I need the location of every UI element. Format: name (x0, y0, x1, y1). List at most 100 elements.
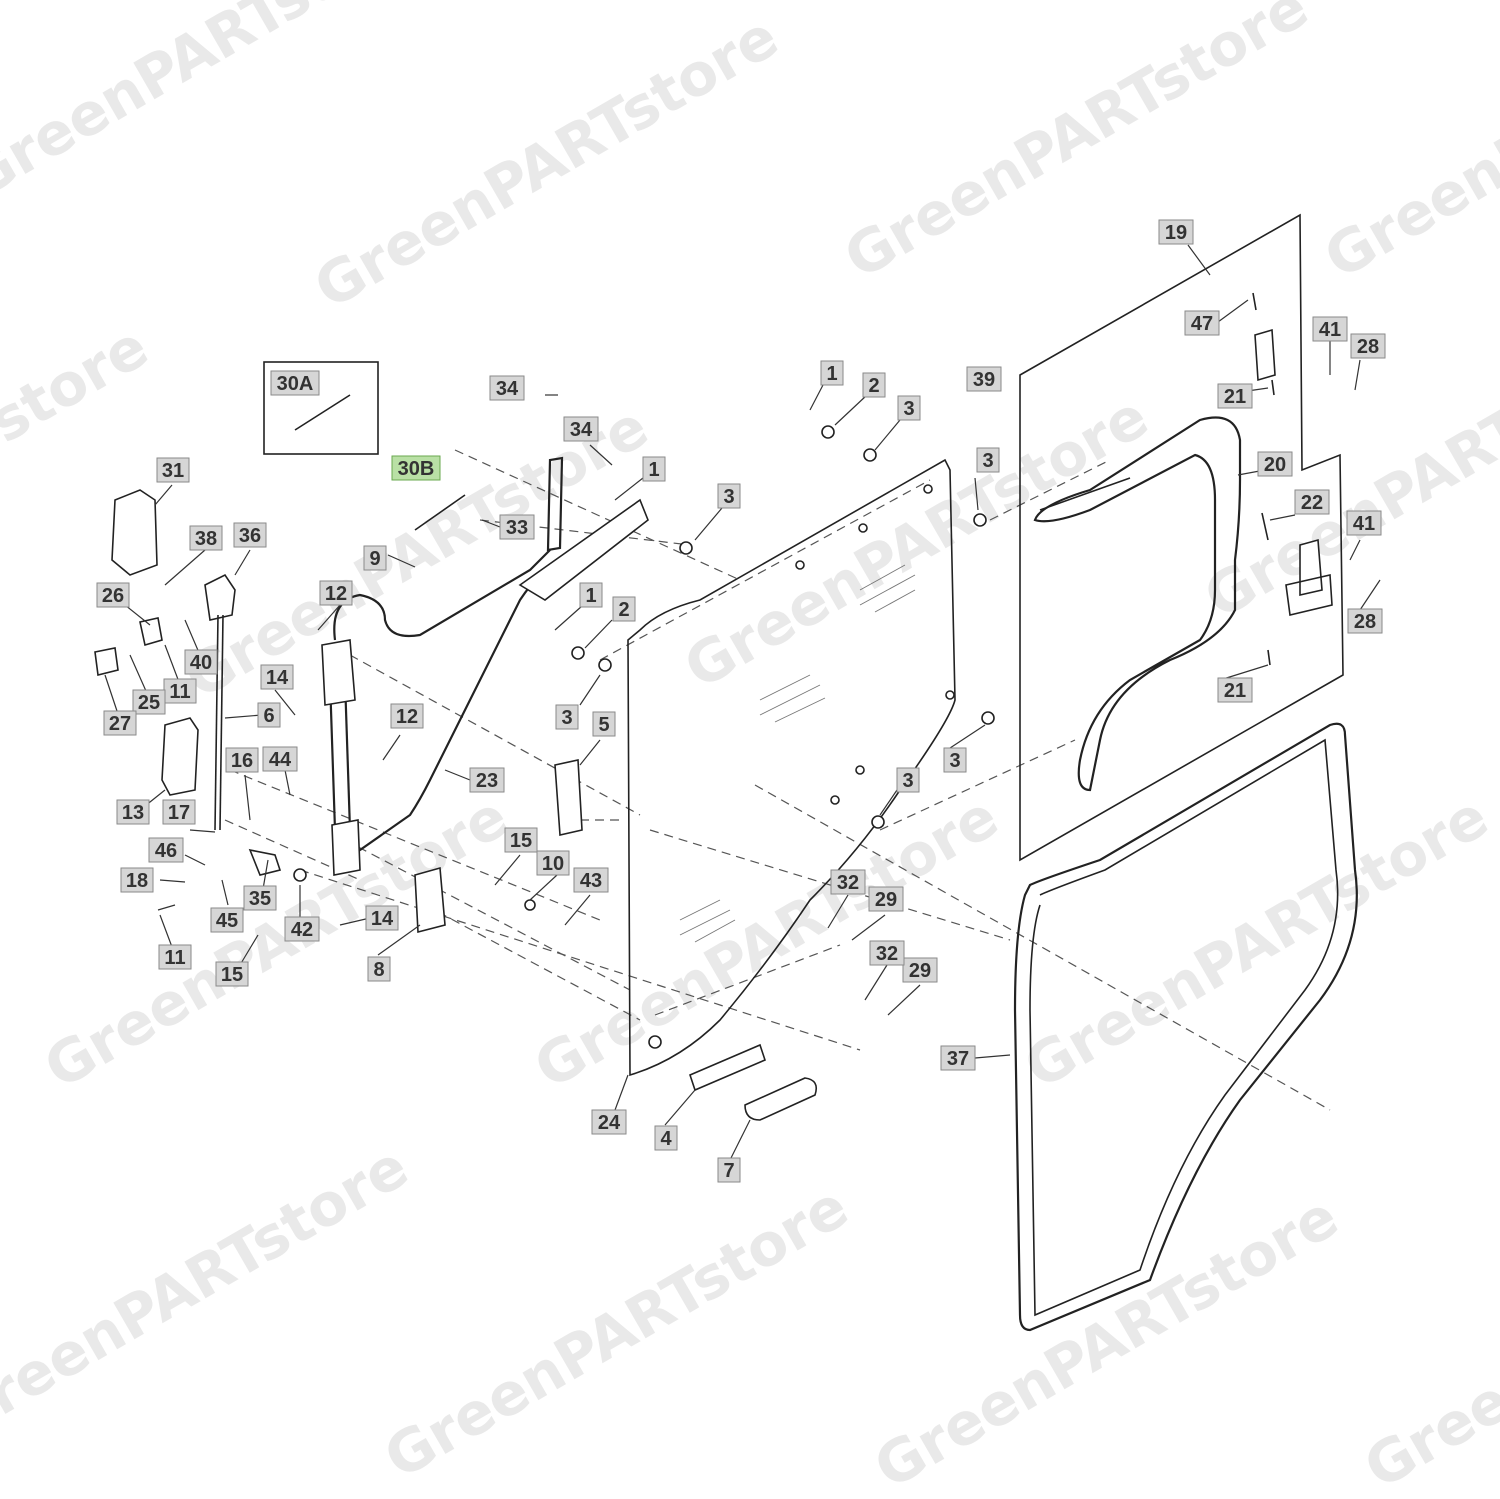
door-rod (321, 456, 649, 876)
callout-label: 17 (168, 802, 190, 824)
callout-38: 38 (189, 525, 223, 551)
callout-label: 12 (396, 706, 418, 728)
callout-39: 39 (966, 366, 1002, 392)
callout-31: 31 (156, 457, 190, 483)
callout-label: 1 (585, 585, 596, 607)
watermark: GreenPARTstore (673, 382, 1159, 702)
callout-27: 27 (103, 710, 137, 736)
callout-label: 2 (868, 375, 879, 397)
callout-3: 3 (976, 447, 1000, 473)
watermark: GreenPARTstore (373, 1172, 859, 1492)
callout-label: 21 (1224, 680, 1246, 702)
callout-label: 12 (325, 583, 347, 605)
callout-3: 3 (555, 704, 579, 730)
callout-7: 7 (717, 1157, 741, 1183)
callout-label: 34 (570, 419, 593, 441)
callout-30a: 30A (270, 370, 320, 396)
callout-label: 3 (949, 750, 960, 772)
callout-3: 3 (943, 747, 967, 773)
watermark: GreenPARTstore (1313, 0, 1500, 292)
callout-label: 32 (876, 943, 898, 965)
callout-29: 29 (868, 886, 904, 912)
callout-label: 1 (648, 459, 659, 481)
callout-36: 36 (233, 522, 267, 548)
callout-2: 2 (862, 372, 886, 398)
watermark: GreenPARTstore (523, 782, 1009, 1102)
inset-box-30a (263, 361, 379, 455)
callout-label: 45 (216, 910, 238, 932)
callout-label: 34 (496, 378, 519, 400)
callout-label: 28 (1357, 336, 1379, 358)
callout-label: 15 (221, 964, 243, 986)
callout-label: 41 (1353, 513, 1375, 535)
callout-label: 40 (190, 652, 212, 674)
callout-label: 43 (580, 870, 602, 892)
callout-label: 47 (1191, 313, 1213, 335)
callout-28: 28 (1347, 608, 1383, 634)
callout-label: 16 (231, 750, 253, 772)
callout-12: 12 (390, 703, 424, 729)
callout-label: 27 (109, 713, 131, 735)
callout-label: 30A (277, 373, 314, 395)
callout-14: 14 (365, 905, 399, 931)
callout-18: 18 (120, 867, 154, 893)
watermark: GreenPARTstore (1353, 1182, 1500, 1499)
callout-28: 28 (1350, 333, 1386, 359)
callout-label: 10 (542, 853, 564, 875)
callout-label: 28 (1354, 611, 1376, 633)
latch-assembly (94, 394, 995, 1121)
callout-label: 3 (902, 770, 913, 792)
callout-label: 3 (903, 398, 914, 420)
callout-label: 4 (660, 1128, 672, 1150)
callout-label: 20 (1264, 454, 1286, 476)
callout-4: 4 (654, 1125, 678, 1151)
callout-label: 5 (598, 714, 609, 736)
callout-37: 37 (940, 1045, 976, 1071)
callout-label: 31 (162, 460, 184, 482)
callout-15: 15 (504, 827, 538, 853)
callout-label: 19 (1165, 222, 1187, 244)
callout-label: 6 (263, 705, 274, 727)
callout-15: 15 (215, 961, 249, 987)
callout-label: 11 (169, 681, 190, 703)
callout-label: 11 (164, 947, 185, 969)
callout-9: 9 (363, 545, 387, 571)
callout-24: 24 (591, 1109, 627, 1135)
callout-19: 19 (1158, 219, 1194, 245)
callout-16: 16 (225, 747, 259, 773)
callout-17: 17 (162, 799, 196, 825)
callout-47: 47 (1184, 310, 1220, 336)
watermark: GreenPARTstore (0, 1132, 419, 1452)
callout-6: 6 (257, 702, 281, 728)
callout-label: 37 (947, 1048, 969, 1070)
callout-label: 9 (369, 548, 380, 570)
callout-46: 46 (148, 837, 184, 863)
callout-label: 8 (373, 959, 384, 981)
callout-label: 3 (982, 450, 993, 472)
callout-34: 34 (489, 375, 525, 401)
leader-lines (104, 244, 1381, 1161)
callout-5: 5 (592, 711, 616, 737)
callout-label: 21 (1224, 386, 1246, 408)
callout-label: 41 (1319, 319, 1341, 341)
callout-12: 12 (319, 580, 353, 606)
callout-label: 44 (269, 749, 292, 771)
callout-label: 39 (973, 369, 995, 391)
callout-label: 32 (837, 872, 859, 894)
callout-2: 2 (612, 596, 636, 622)
callout-label: 25 (138, 692, 160, 714)
door-glass (627, 458, 956, 1077)
callout-label: 36 (239, 525, 261, 547)
callout-32: 32 (830, 869, 866, 895)
callout-label: 1 (826, 363, 837, 385)
callout-3: 3 (717, 483, 741, 509)
callout-label: 42 (291, 919, 313, 941)
callout-label: 33 (506, 517, 528, 539)
callout-label: 38 (195, 528, 217, 550)
callout-23: 23 (469, 767, 505, 793)
callout-25: 25 (132, 689, 166, 715)
callout-layer: 1 1 1 2 2 3 3 3 3 3 3 4 5 6 7 8 9 10 11 … (96, 219, 1386, 1183)
